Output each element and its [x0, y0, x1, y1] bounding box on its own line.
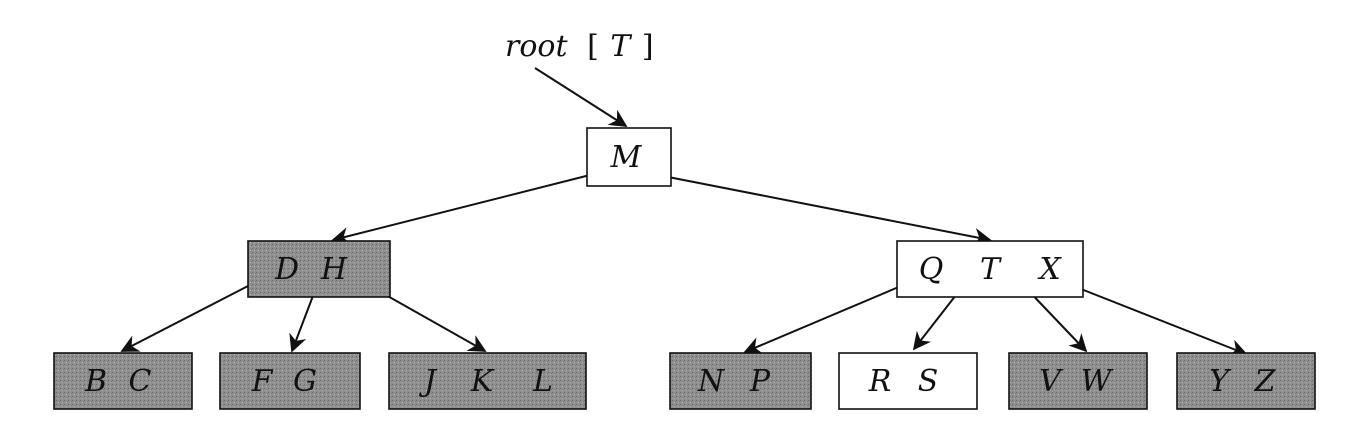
root-label-tree-name: T	[610, 29, 632, 64]
node-yz-key-z: Z	[1254, 364, 1277, 399]
node-vw-key-w: W	[1081, 364, 1114, 399]
node-qtx-key-x: X	[1037, 252, 1062, 287]
node-jkl-key-k: K	[470, 364, 495, 399]
node-np-box	[669, 352, 812, 410]
node-vw-key-v: V	[1039, 364, 1064, 399]
node-m-box	[586, 127, 672, 187]
node-bc-key-b: B	[84, 364, 107, 399]
root-label-bracket-close: ]	[642, 29, 654, 64]
edge-node-qtx-to-node-yz	[1080, 288, 1248, 357]
node-fg-key-g: G	[293, 364, 317, 399]
node-qtx-key-t: T	[980, 252, 1002, 287]
root-label: root [ T ]	[505, 29, 654, 64]
root-label-prefix: root	[505, 29, 568, 64]
node-m: M	[586, 127, 672, 187]
node-bc-box	[53, 352, 193, 410]
edge-node-m-to-node-dh	[331, 174, 591, 245]
node-bc-key-c: C	[129, 364, 152, 399]
node-rs-box	[838, 352, 978, 410]
edge-node-m-to-node-qtx	[657, 174, 992, 246]
node-np-key-n: N	[697, 364, 726, 399]
edge-root-label-to-node-m	[534, 67, 628, 127]
edges	[120, 67, 1248, 357]
node-rs-key-s: S	[918, 364, 939, 399]
edge-node-qtx-to-node-np	[743, 285, 902, 354]
node-jkl-key-l: L	[532, 364, 553, 399]
node-dh-key-h: H	[320, 252, 348, 287]
node-fg-box	[219, 352, 361, 410]
node-rs-key-r: R	[868, 364, 892, 399]
node-np-key-p: P	[749, 364, 771, 399]
node-dh-key-d: D	[274, 252, 299, 287]
node-yz-key-y: Y	[1209, 364, 1232, 399]
node-qtx-key-q: Q	[919, 252, 944, 287]
root-label-bracket-open: [	[587, 29, 599, 64]
node-fg-key-f: F	[251, 364, 274, 399]
node-jkl-box	[388, 352, 587, 410]
node-vw-box	[1008, 352, 1148, 410]
node-qtx-box	[896, 240, 1084, 298]
edge-node-dh-to-node-bc	[120, 285, 249, 352]
node-m-key-m: M	[610, 140, 643, 175]
node-yz-box	[1176, 352, 1316, 410]
edge-node-dh-to-node-fg	[289, 287, 317, 353]
node-dh-box	[247, 240, 391, 298]
